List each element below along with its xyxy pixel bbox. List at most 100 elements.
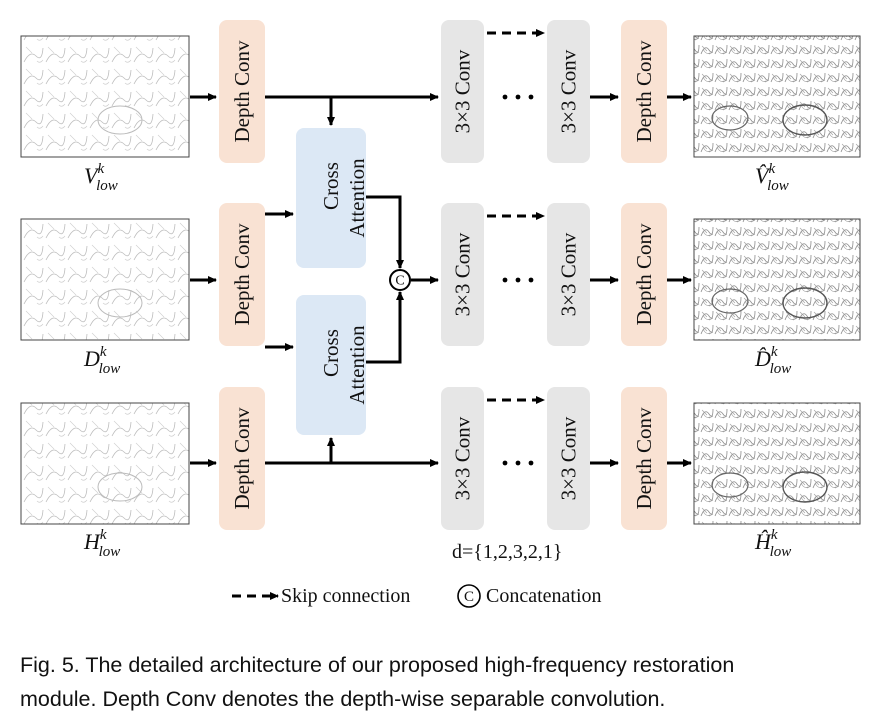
- input-label-2-sub: low: [99, 361, 121, 377]
- conv3x3-b-1: 3×3 Conv: [547, 20, 590, 163]
- cross-attention-bottom-box: [296, 295, 366, 435]
- arrow-ca-top-to-concat: [366, 195, 404, 269]
- depth-conv-out-2: Depth Conv: [621, 203, 667, 346]
- depth-conv-in-1-label: Depth Conv: [230, 40, 254, 143]
- input-label-2-base: D: [83, 346, 100, 371]
- input-label-3-sub: low: [99, 544, 121, 560]
- ellipsis-dot: [502, 94, 508, 100]
- arrow-ca-bottom-to-concat: [366, 291, 404, 364]
- cross-attention-top-label-line2: Attention: [345, 158, 369, 238]
- ellipsis-dot: [515, 94, 521, 100]
- depth-conv-out-3-box: [621, 387, 667, 530]
- output-label-3-sub: low: [770, 544, 792, 560]
- input-label-1-base: V: [84, 163, 100, 188]
- dilation-label: d={1,2,3,2,1}: [452, 541, 562, 563]
- conv3x3-b-2-box: [547, 203, 590, 346]
- concat-circle: [389, 269, 411, 291]
- cross-attention-bottom-label-line2: Attention: [345, 325, 369, 405]
- ellipsis-dot: [528, 460, 534, 466]
- conv3x3-a-1: 3×3 Conv: [441, 20, 484, 163]
- conv3x3-b-3-box: [547, 387, 590, 530]
- output-image-frame: [693, 35, 861, 158]
- ellipsis-dot: [528, 277, 534, 283]
- concat-symbol: C: [395, 274, 404, 289]
- input-image-wheel: [97, 472, 143, 502]
- output-image-wheel: [782, 471, 828, 503]
- depth-conv-out-2-label: Depth Conv: [632, 223, 656, 326]
- output-image-wheel: [782, 104, 828, 136]
- depth-conv-in-3: Depth Conv: [219, 387, 265, 530]
- conv3x3-b-2-label: 3×3 Conv: [557, 232, 581, 316]
- conv3x3-a-2: 3×3 Conv: [441, 203, 484, 346]
- conv3x3-a-1-label: 3×3 Conv: [451, 49, 475, 133]
- output-image-1: [693, 35, 861, 158]
- depth-conv-out-3: Depth Conv: [621, 387, 667, 530]
- input-image-3: [20, 402, 190, 525]
- cross-attention-top-label-line1: Cross: [319, 162, 343, 210]
- output-label-1-sub: low: [767, 178, 789, 194]
- output-image-wheel: [711, 288, 749, 314]
- depth-conv-out-3-label: Depth Conv: [632, 407, 656, 510]
- legend-concat-circle: [457, 584, 481, 608]
- depth-conv-in-2: Depth Conv: [219, 203, 265, 346]
- conv3x3-b-2: 3×3 Conv: [547, 203, 590, 346]
- ellipsis-dot: [515, 277, 521, 283]
- caption-line-1: Fig. 5. The detailed architecture of our…: [20, 653, 735, 677]
- conv3x3-b-3-label: 3×3 Conv: [557, 416, 581, 500]
- input-label-1-sup: k: [97, 161, 104, 177]
- ellipsis-dot: [502, 277, 508, 283]
- depth-conv-out-1-box: [621, 20, 667, 163]
- depth-conv-in-3-label: Depth Conv: [230, 407, 254, 510]
- output-label-3-base: Ĥ: [754, 529, 772, 554]
- conv3x3-a-1-box: [441, 20, 484, 163]
- conv3x3-a-3: 3×3 Conv: [441, 387, 484, 530]
- output-label-2-base: D̂: [754, 346, 771, 371]
- output-image-frame: [693, 218, 861, 341]
- legend-concat-label: Concatenation: [486, 585, 602, 607]
- input-label-2-sup: k: [100, 344, 107, 360]
- output-label-3-sup: k: [771, 527, 778, 543]
- input-label-3-sup: k: [100, 527, 107, 543]
- conv3x3-b-3: 3×3 Conv: [547, 387, 590, 530]
- depth-conv-in-2-box: [219, 203, 265, 346]
- conv3x3-a-3-label: 3×3 Conv: [451, 416, 475, 500]
- output-label-1-sup: k: [768, 161, 775, 177]
- conv3x3-b-1-box: [547, 20, 590, 163]
- conv3x3-a-2-label: 3×3 Conv: [451, 232, 475, 316]
- ellipsis-dot: [528, 94, 534, 100]
- input-image-wheel: [97, 105, 143, 135]
- output-label-1-base: V̂: [755, 163, 771, 188]
- input-image-frame: [20, 402, 190, 525]
- input-label-1-sub: low: [96, 178, 118, 194]
- depth-conv-out-1-label: Depth Conv: [632, 40, 656, 143]
- output-image-wheel: [711, 472, 749, 498]
- output-label-2-sup: k: [771, 344, 778, 360]
- conv3x3-a-2-box: [441, 203, 484, 346]
- depth-conv-in-3-box: [219, 387, 265, 530]
- cross-attention-top-box: [296, 128, 366, 268]
- output-image-wheel: [782, 287, 828, 319]
- cross-attention-bottom-label-line1: Cross: [319, 329, 343, 377]
- depth-conv-in-2-label: Depth Conv: [230, 223, 254, 326]
- conv3x3-b-1-label: 3×3 Conv: [557, 49, 581, 133]
- output-image-frame: [693, 402, 861, 525]
- conv3x3-a-3-box: [441, 387, 484, 530]
- output-image-wheel: [711, 105, 749, 131]
- input-image-frame: [20, 218, 190, 341]
- depth-conv-out-2-box: [621, 203, 667, 346]
- ellipsis-dot: [502, 460, 508, 466]
- depth-conv-in-1-box: [219, 20, 265, 163]
- figure-caption: Fig. 5. The detailed architecture of our…: [20, 648, 860, 716]
- concat-node: C: [389, 269, 411, 291]
- legend-concat: C: [457, 584, 481, 608]
- input-label-3-base: H: [83, 529, 101, 554]
- depth-conv-in-1: Depth Conv: [219, 20, 265, 163]
- ellipsis-dot: [515, 460, 521, 466]
